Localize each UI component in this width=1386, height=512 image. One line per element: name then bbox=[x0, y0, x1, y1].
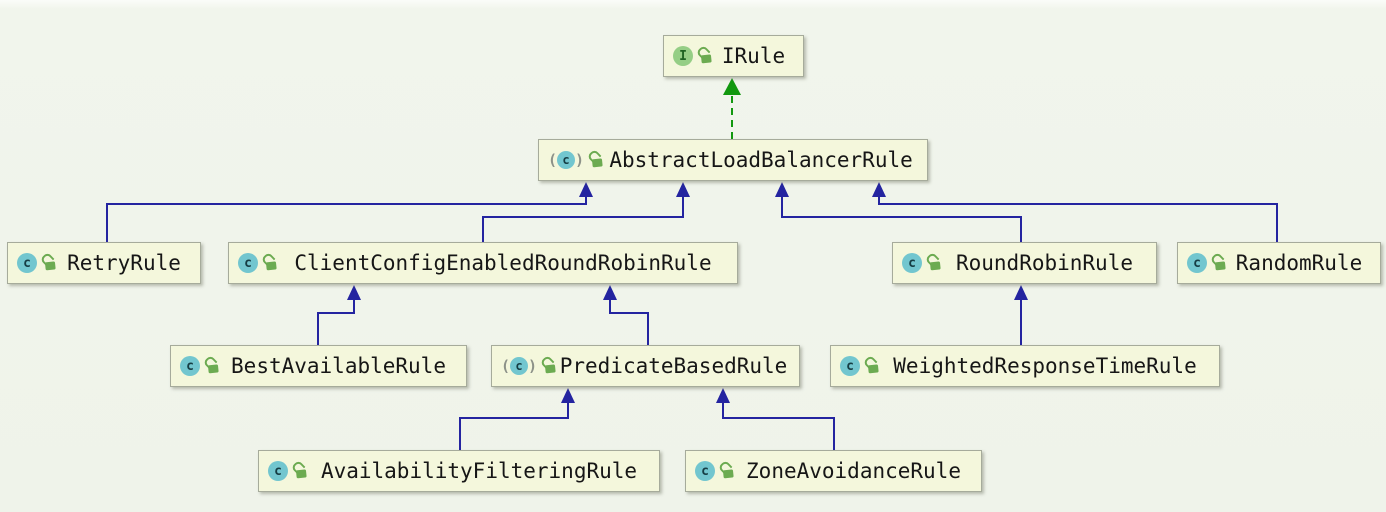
class-icon: c bbox=[695, 461, 715, 481]
lock-icon bbox=[864, 358, 879, 373]
class-name-label: PredicateBasedRule bbox=[559, 354, 788, 378]
class-icon: c bbox=[840, 356, 860, 376]
extends-edge-clientconfigenabledroundrobinrule bbox=[482, 182, 690, 242]
class-name-label: WeightedResponseTimeRule bbox=[893, 354, 1197, 378]
abstract-class-icon: ( c ) bbox=[548, 151, 585, 169]
class-icon: c bbox=[180, 356, 200, 376]
class-node-availabilityfilteringrule[interactable]: c AvailabilityFilteringRule bbox=[258, 450, 660, 492]
class-node-zoneavoidancerule[interactable]: c ZoneAvoidanceRule bbox=[685, 450, 982, 492]
class-icon: c bbox=[268, 461, 288, 481]
class-node-clientconfigenabledroundrobinrule[interactable]: c ClientConfigEnabledRoundRobinRule bbox=[228, 242, 738, 284]
class-name-label: BestAvailableRule bbox=[231, 354, 446, 378]
class-icon: c bbox=[1187, 253, 1207, 273]
class-node-retryrule[interactable]: c RetryRule bbox=[7, 242, 201, 284]
class-node-predicatebasedrule[interactable]: ( c ) PredicateBasedRule bbox=[491, 345, 800, 387]
class-name-label: RandomRule bbox=[1235, 251, 1363, 275]
lock-icon bbox=[1211, 255, 1226, 270]
lock-icon bbox=[697, 48, 712, 63]
class-node-irule[interactable]: I IRule bbox=[663, 35, 804, 77]
extends-edge-roundrobinrule bbox=[775, 182, 1022, 242]
class-name-label: AvailabilityFilteringRule bbox=[320, 459, 638, 483]
lock-icon bbox=[262, 255, 277, 270]
class-icon: c bbox=[902, 253, 922, 273]
class-name-label: AbstractLoadBalancerRule bbox=[609, 148, 913, 172]
class-node-roundrobinrule[interactable]: c RoundRobinRule bbox=[892, 242, 1157, 284]
lock-icon bbox=[204, 358, 219, 373]
abstract-class-icon: ( c ) bbox=[501, 357, 538, 375]
class-node-abstractloadbalancerrule[interactable]: ( c ) AbstractLoadBalancerRule bbox=[538, 139, 928, 181]
class-name-label: RoundRobinRule bbox=[955, 251, 1133, 275]
lock-icon bbox=[292, 463, 307, 478]
class-node-bestavailablerule[interactable]: c BestAvailableRule bbox=[170, 345, 467, 387]
lock-icon bbox=[588, 152, 603, 167]
lock-icon bbox=[926, 255, 941, 270]
extends-edge-randomrule bbox=[872, 182, 1278, 242]
extends-edge-predicatebasedrule bbox=[603, 285, 649, 345]
extends-edge-retryrule bbox=[106, 182, 593, 242]
implements-edge-abstractloadbalancerrule-irule bbox=[723, 78, 741, 139]
class-icon: c bbox=[17, 253, 37, 273]
extends-edge-availabilityfilteringrule bbox=[459, 388, 575, 450]
class-node-randomrule[interactable]: c RandomRule bbox=[1177, 242, 1381, 284]
lock-icon bbox=[719, 463, 734, 478]
extends-edge-weightedresponsetimerule bbox=[1014, 285, 1028, 345]
interface-icon: I bbox=[673, 46, 693, 66]
class-name-label: RetryRule bbox=[67, 251, 181, 275]
class-node-weightedresponsetimerule[interactable]: c WeightedResponseTimeRule bbox=[830, 345, 1220, 387]
class-name-label: ClientConfigEnabledRoundRobinRule bbox=[294, 251, 712, 275]
extends-edge-zoneavoidancerule bbox=[716, 388, 835, 450]
lock-icon bbox=[41, 255, 56, 270]
lock-icon bbox=[541, 358, 556, 373]
extends-edge-bestavailablerule bbox=[317, 285, 361, 345]
class-icon: c bbox=[238, 253, 258, 273]
class-name-label: IRule bbox=[721, 44, 786, 68]
class-name-label: ZoneAvoidanceRule bbox=[746, 459, 961, 483]
